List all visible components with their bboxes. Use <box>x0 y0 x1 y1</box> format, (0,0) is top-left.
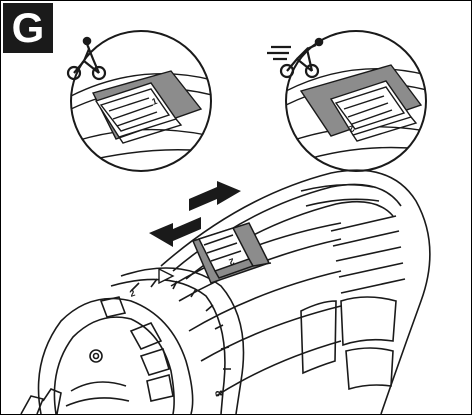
figure-label: G <box>3 3 53 53</box>
detail-circle-gear-2: 2 <box>285 30 427 172</box>
cyclist-slow-icon <box>66 36 107 81</box>
cyclist-fast-icon <box>267 37 324 79</box>
gear-number-tool: 2 <box>228 256 236 267</box>
arrow-right-icon <box>189 181 241 211</box>
triangle-indicator-icon <box>158 267 175 285</box>
gear-number-left: 1 <box>151 96 159 107</box>
drill-body <box>20 169 431 414</box>
gear-selector-switch <box>191 222 272 284</box>
torque-mark-top: 2 <box>128 288 136 299</box>
torque-mark-side: 8 <box>212 389 225 397</box>
arrow-left-icon <box>149 217 201 247</box>
detail-circle-gear-1: 1 <box>70 30 212 172</box>
gear-number-right: 2 <box>348 123 356 134</box>
